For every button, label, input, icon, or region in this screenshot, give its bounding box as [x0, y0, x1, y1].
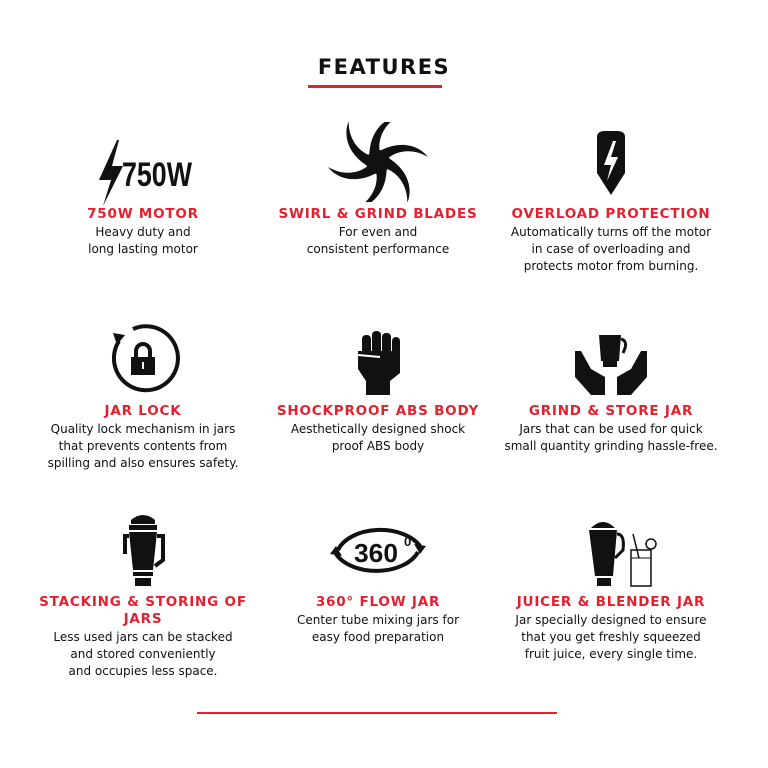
feature-title: JUICER & BLENDER JAR	[516, 594, 706, 610]
fist-icon	[328, 321, 428, 401]
feature-title: STACKING & STORING OF JARS	[39, 594, 247, 627]
page-heading: FEATURES	[317, 55, 451, 79]
hands-cup-icon	[561, 321, 661, 401]
stacked-jars-icon	[93, 510, 193, 590]
swirl-blades-icon	[328, 110, 428, 214]
feature-title: 750W MOTOR	[87, 206, 199, 222]
heading-underline	[308, 85, 442, 88]
jar-and-glass-icon	[561, 510, 661, 590]
lightning-750w-icon: 750W	[93, 132, 193, 212]
feature-title: JAR LOCK	[104, 403, 182, 419]
feature-title: 360° FLOW JAR	[315, 594, 441, 610]
feature-title: SWIRL & GRIND BLADES	[278, 206, 478, 222]
bottom-divider	[197, 712, 557, 714]
feature-title: OVERLOAD PROTECTION	[511, 206, 711, 222]
lock-rotate-icon	[93, 319, 193, 399]
feature-title: SHOCKPROOF ABS BODY	[276, 403, 480, 419]
svg-text:0: 0	[404, 534, 411, 549]
rotation-360-icon: 360 0	[328, 510, 428, 590]
svg-text:360: 360	[354, 538, 398, 568]
shield-lightning-icon	[561, 125, 661, 205]
feature-title: GRIND & STORE JAR	[528, 403, 694, 419]
svg-text:750W: 750W	[122, 156, 193, 194]
